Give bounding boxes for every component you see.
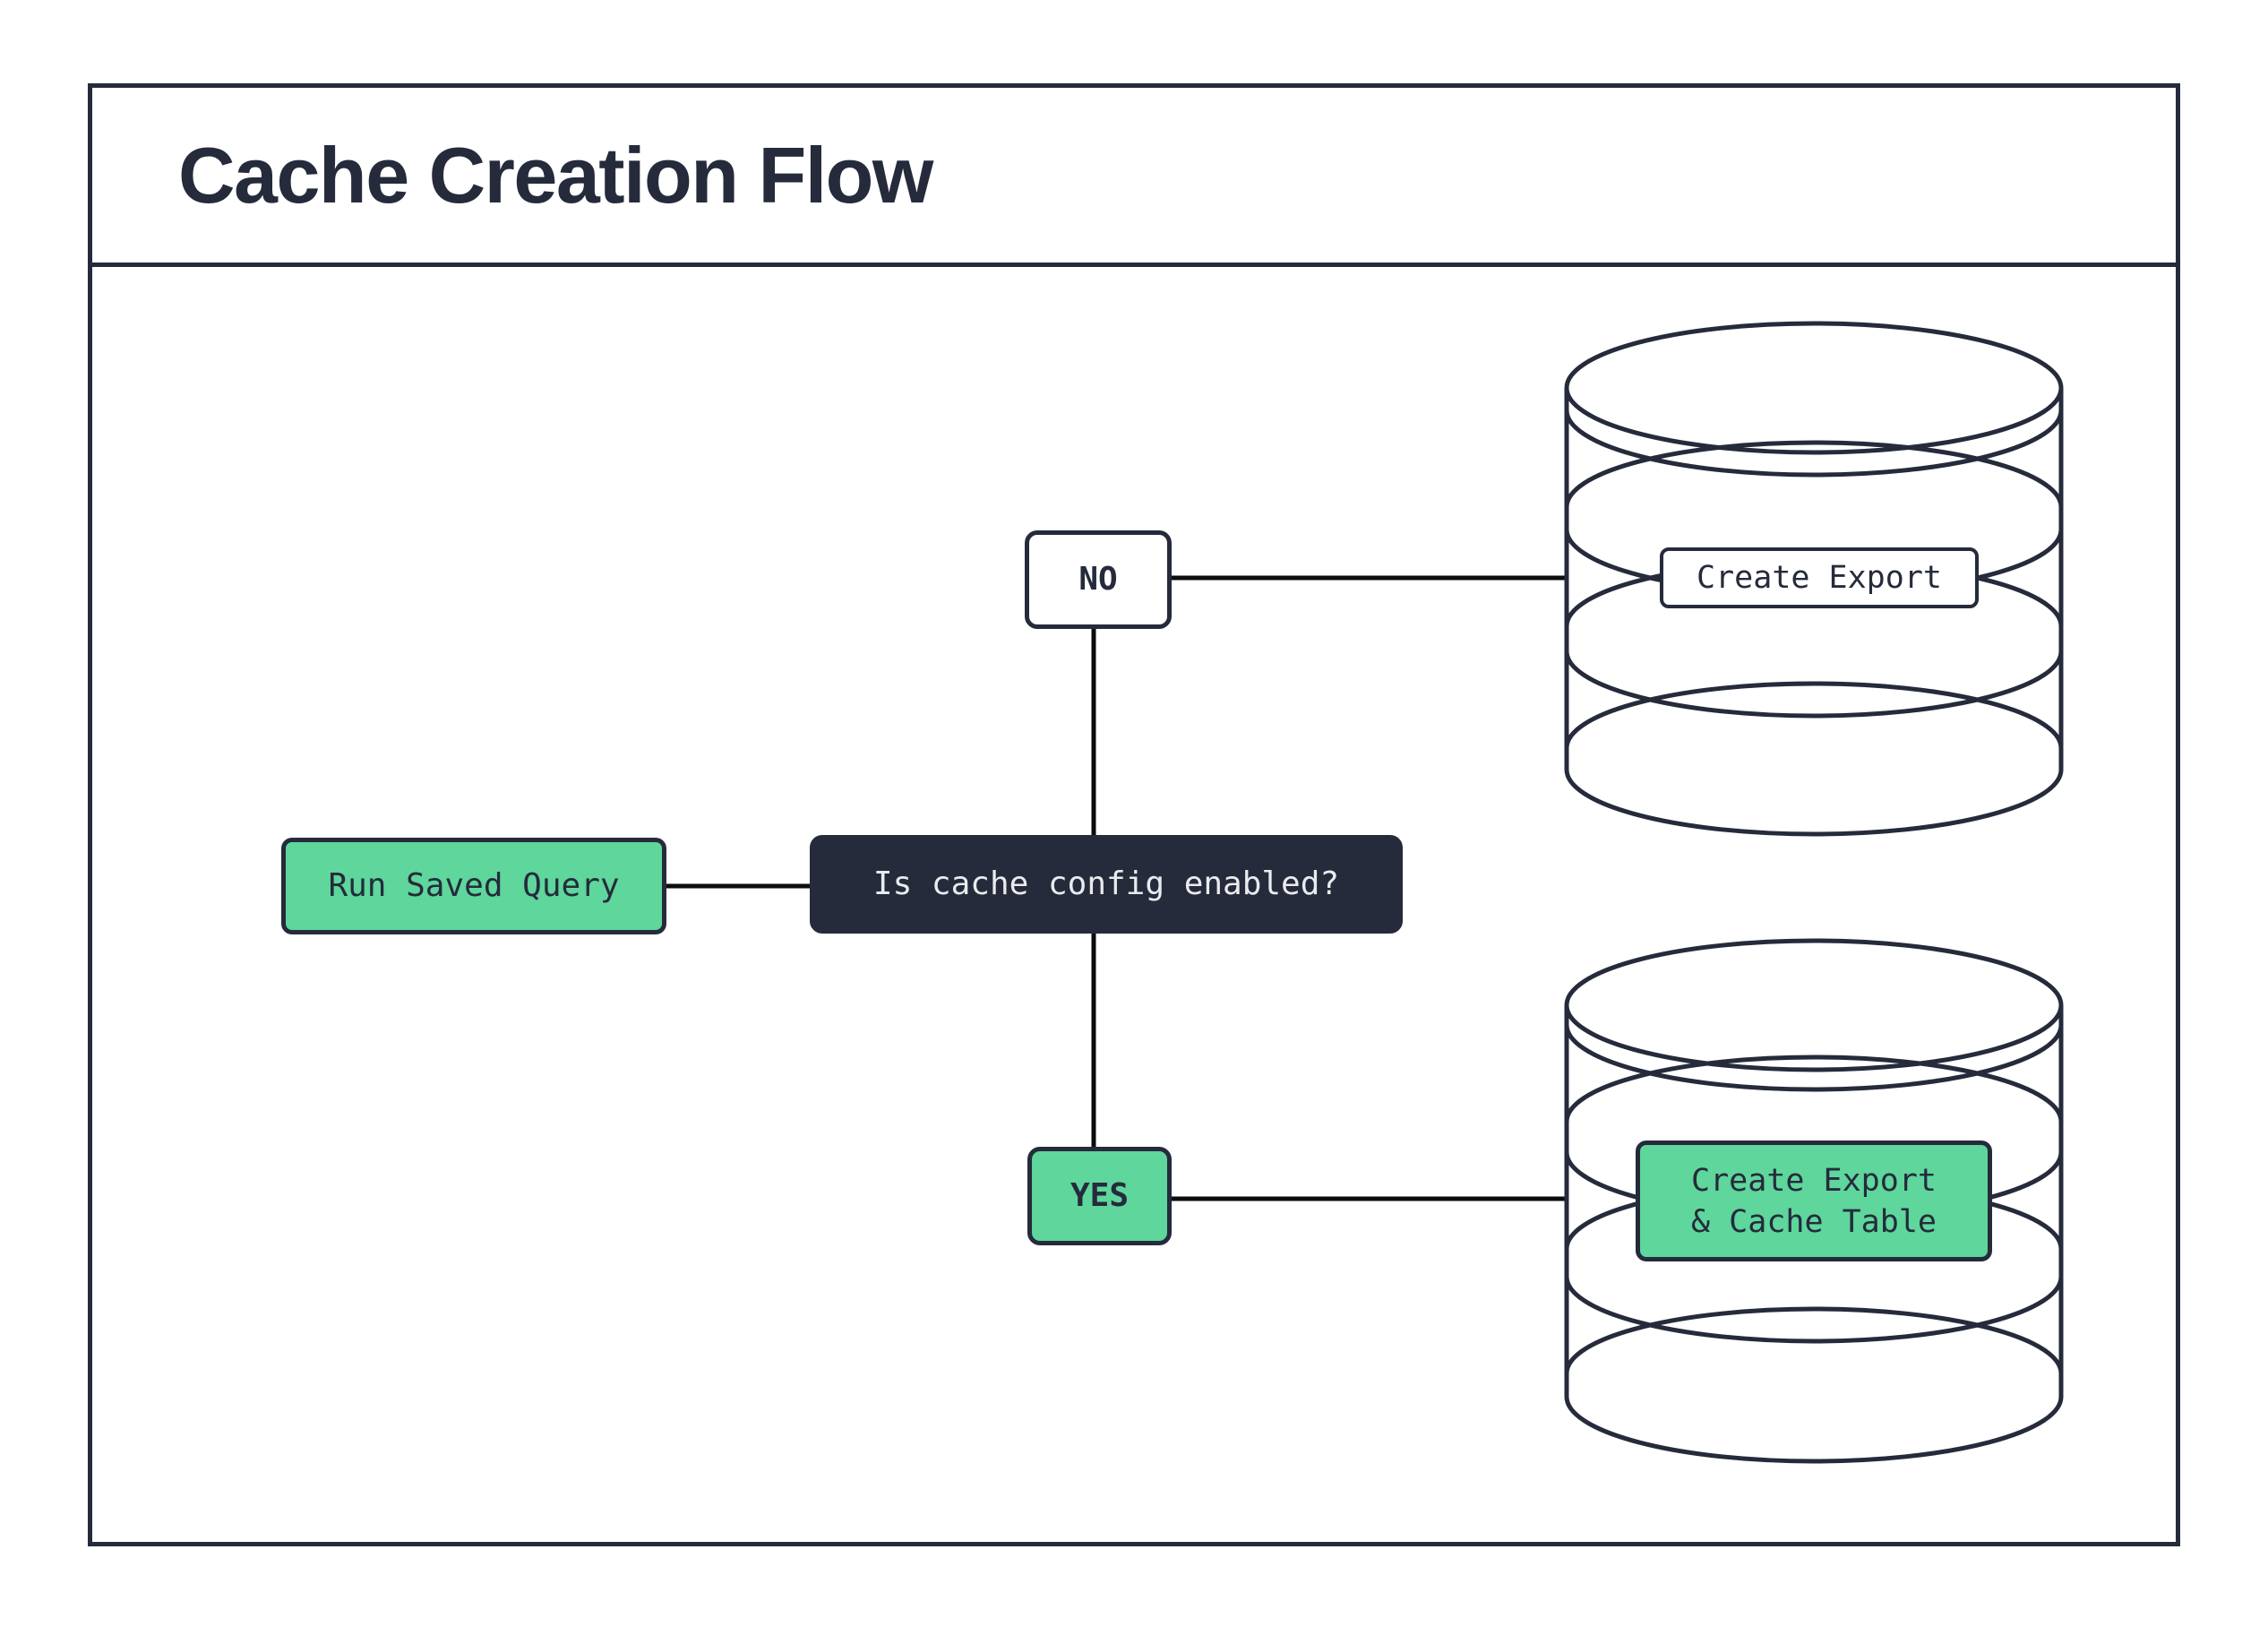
database-top-cap xyxy=(1564,321,2064,455)
label-cache-line2: & Cache Table xyxy=(1691,1203,1937,1240)
database-disk-edge xyxy=(1564,440,2064,508)
diagram-header: Cache Creation Flow xyxy=(92,88,2176,267)
label-cache-line1: Create Export xyxy=(1691,1162,1937,1199)
page-title: Cache Creation Flow xyxy=(178,130,933,220)
label-create-export: Create Export xyxy=(1660,547,1979,608)
database-icon-top xyxy=(1564,321,2064,837)
connectors xyxy=(666,575,1568,1201)
label-create-export-cache-table: Create Export & Cache Table xyxy=(1636,1141,1992,1261)
database-bottom-arc xyxy=(1564,1396,2064,1464)
database-bottom-arc xyxy=(1564,769,2064,837)
node-run-saved-query-label: Run Saved Query xyxy=(328,867,620,905)
database-disk-edge xyxy=(1564,681,2064,749)
database-top-cap xyxy=(1564,938,2064,1072)
database-disk-edge xyxy=(1564,1024,2064,1092)
node-branch-yes-label: YES xyxy=(1070,1177,1130,1215)
database-icon-bottom xyxy=(1564,938,2064,1464)
node-branch-no-label: NO xyxy=(1078,561,1118,598)
node-decision-cache-config: Is cache config enabled? xyxy=(810,835,1403,934)
diagram-frame: Cache Creation Flow xyxy=(88,83,2180,1546)
node-run-saved-query: Run Saved Query xyxy=(281,838,666,934)
database-disk-edge xyxy=(1564,650,2064,719)
label-create-export-text: Create Export xyxy=(1697,560,1942,596)
node-branch-yes: YES xyxy=(1027,1147,1172,1245)
database-disk-edge xyxy=(1564,1306,2064,1374)
node-branch-no: NO xyxy=(1025,530,1172,629)
node-decision-label: Is cache config enabled? xyxy=(872,865,1340,903)
database-disk-edge xyxy=(1564,409,2064,478)
database-disk-edge xyxy=(1564,1055,2064,1123)
database-disk-edge xyxy=(1564,1276,2064,1344)
